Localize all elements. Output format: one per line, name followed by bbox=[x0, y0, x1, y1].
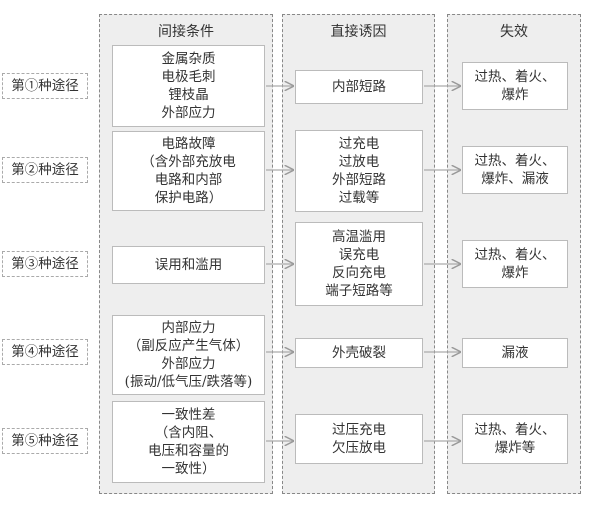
failure-box-4: 漏液 bbox=[462, 338, 568, 368]
row-label-5: 第⑤种途径 bbox=[2, 428, 88, 454]
failure-box-2: 过热、着火、 爆炸、漏液 bbox=[462, 146, 568, 194]
direct-box-2: 过充电 过放电 外部短路 过载等 bbox=[295, 130, 423, 212]
failure-column-header: 失效 bbox=[500, 24, 528, 40]
row-label-3: 第③种途径 bbox=[2, 251, 88, 277]
failure-box-1: 过热、着火、 爆炸 bbox=[462, 62, 568, 110]
row-label-1: 第①种途径 bbox=[2, 73, 88, 99]
indirect-box-3: 误用和滥用 bbox=[112, 246, 265, 284]
direct-column-header: 直接诱因 bbox=[330, 24, 387, 40]
indirect-box-2: 电路故障 （含外部充放电 电路和内部 保护电路） bbox=[112, 131, 265, 211]
indirect-column-header: 间接条件 bbox=[158, 24, 214, 40]
row-label-2: 第②种途径 bbox=[2, 157, 88, 183]
direct-box-4: 外壳破裂 bbox=[295, 338, 423, 368]
failure-box-3: 过热、着火、 爆炸 bbox=[462, 240, 568, 288]
indirect-box-5: 一致性差 （含内阻、 电压和容量的 一致性） bbox=[112, 401, 265, 483]
direct-box-5: 过压充电 欠压放电 bbox=[295, 414, 423, 464]
direct-box-3: 高温滥用 误充电 反向充电 端子短路等 bbox=[295, 222, 423, 306]
row-label-4: 第④种途径 bbox=[2, 339, 88, 365]
failure-box-5: 过热、着火、 爆炸等 bbox=[462, 414, 568, 464]
indirect-box-1: 金属杂质 电极毛刺 锂枝晶 外部应力 bbox=[112, 45, 265, 127]
indirect-box-4: 内部应力 （副反应产生气体） 外部应力 (振动/低气压/跌落等) bbox=[112, 315, 265, 395]
direct-box-1: 内部短路 bbox=[295, 70, 423, 104]
